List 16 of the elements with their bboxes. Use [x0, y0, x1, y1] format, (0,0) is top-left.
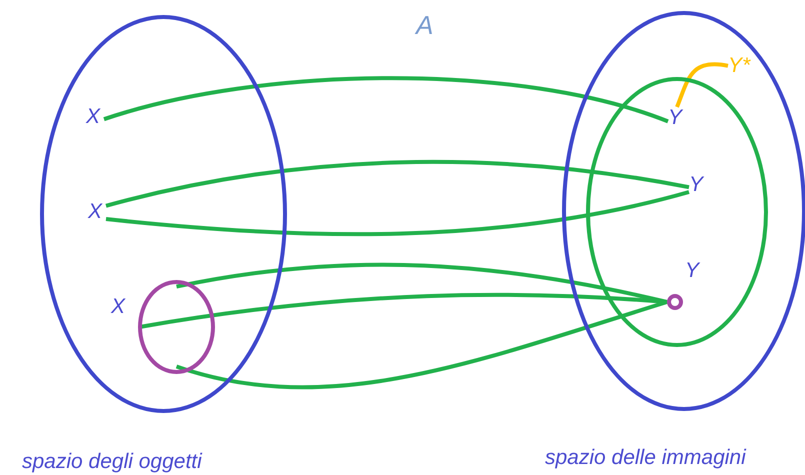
mapping-line: [106, 190, 690, 236]
point-label: Y: [685, 260, 700, 281]
point-label: X: [86, 105, 100, 128]
connector-line: [675, 62, 728, 108]
point-label: Y*: [728, 54, 750, 77]
point-label: Y: [668, 106, 682, 129]
mapping-line: [103, 76, 669, 124]
point-label: X: [88, 200, 102, 223]
ellipse-outline: [586, 77, 768, 347]
mapping-line: [106, 160, 690, 208]
point-label: Y: [689, 173, 704, 196]
space-caption: spazio degli oggetti: [22, 451, 202, 472]
point-label: X: [111, 296, 126, 317]
space-caption: spazio delle immagini: [545, 447, 746, 468]
mapping-line: [176, 300, 668, 390]
mapping-label: A: [416, 12, 434, 38]
